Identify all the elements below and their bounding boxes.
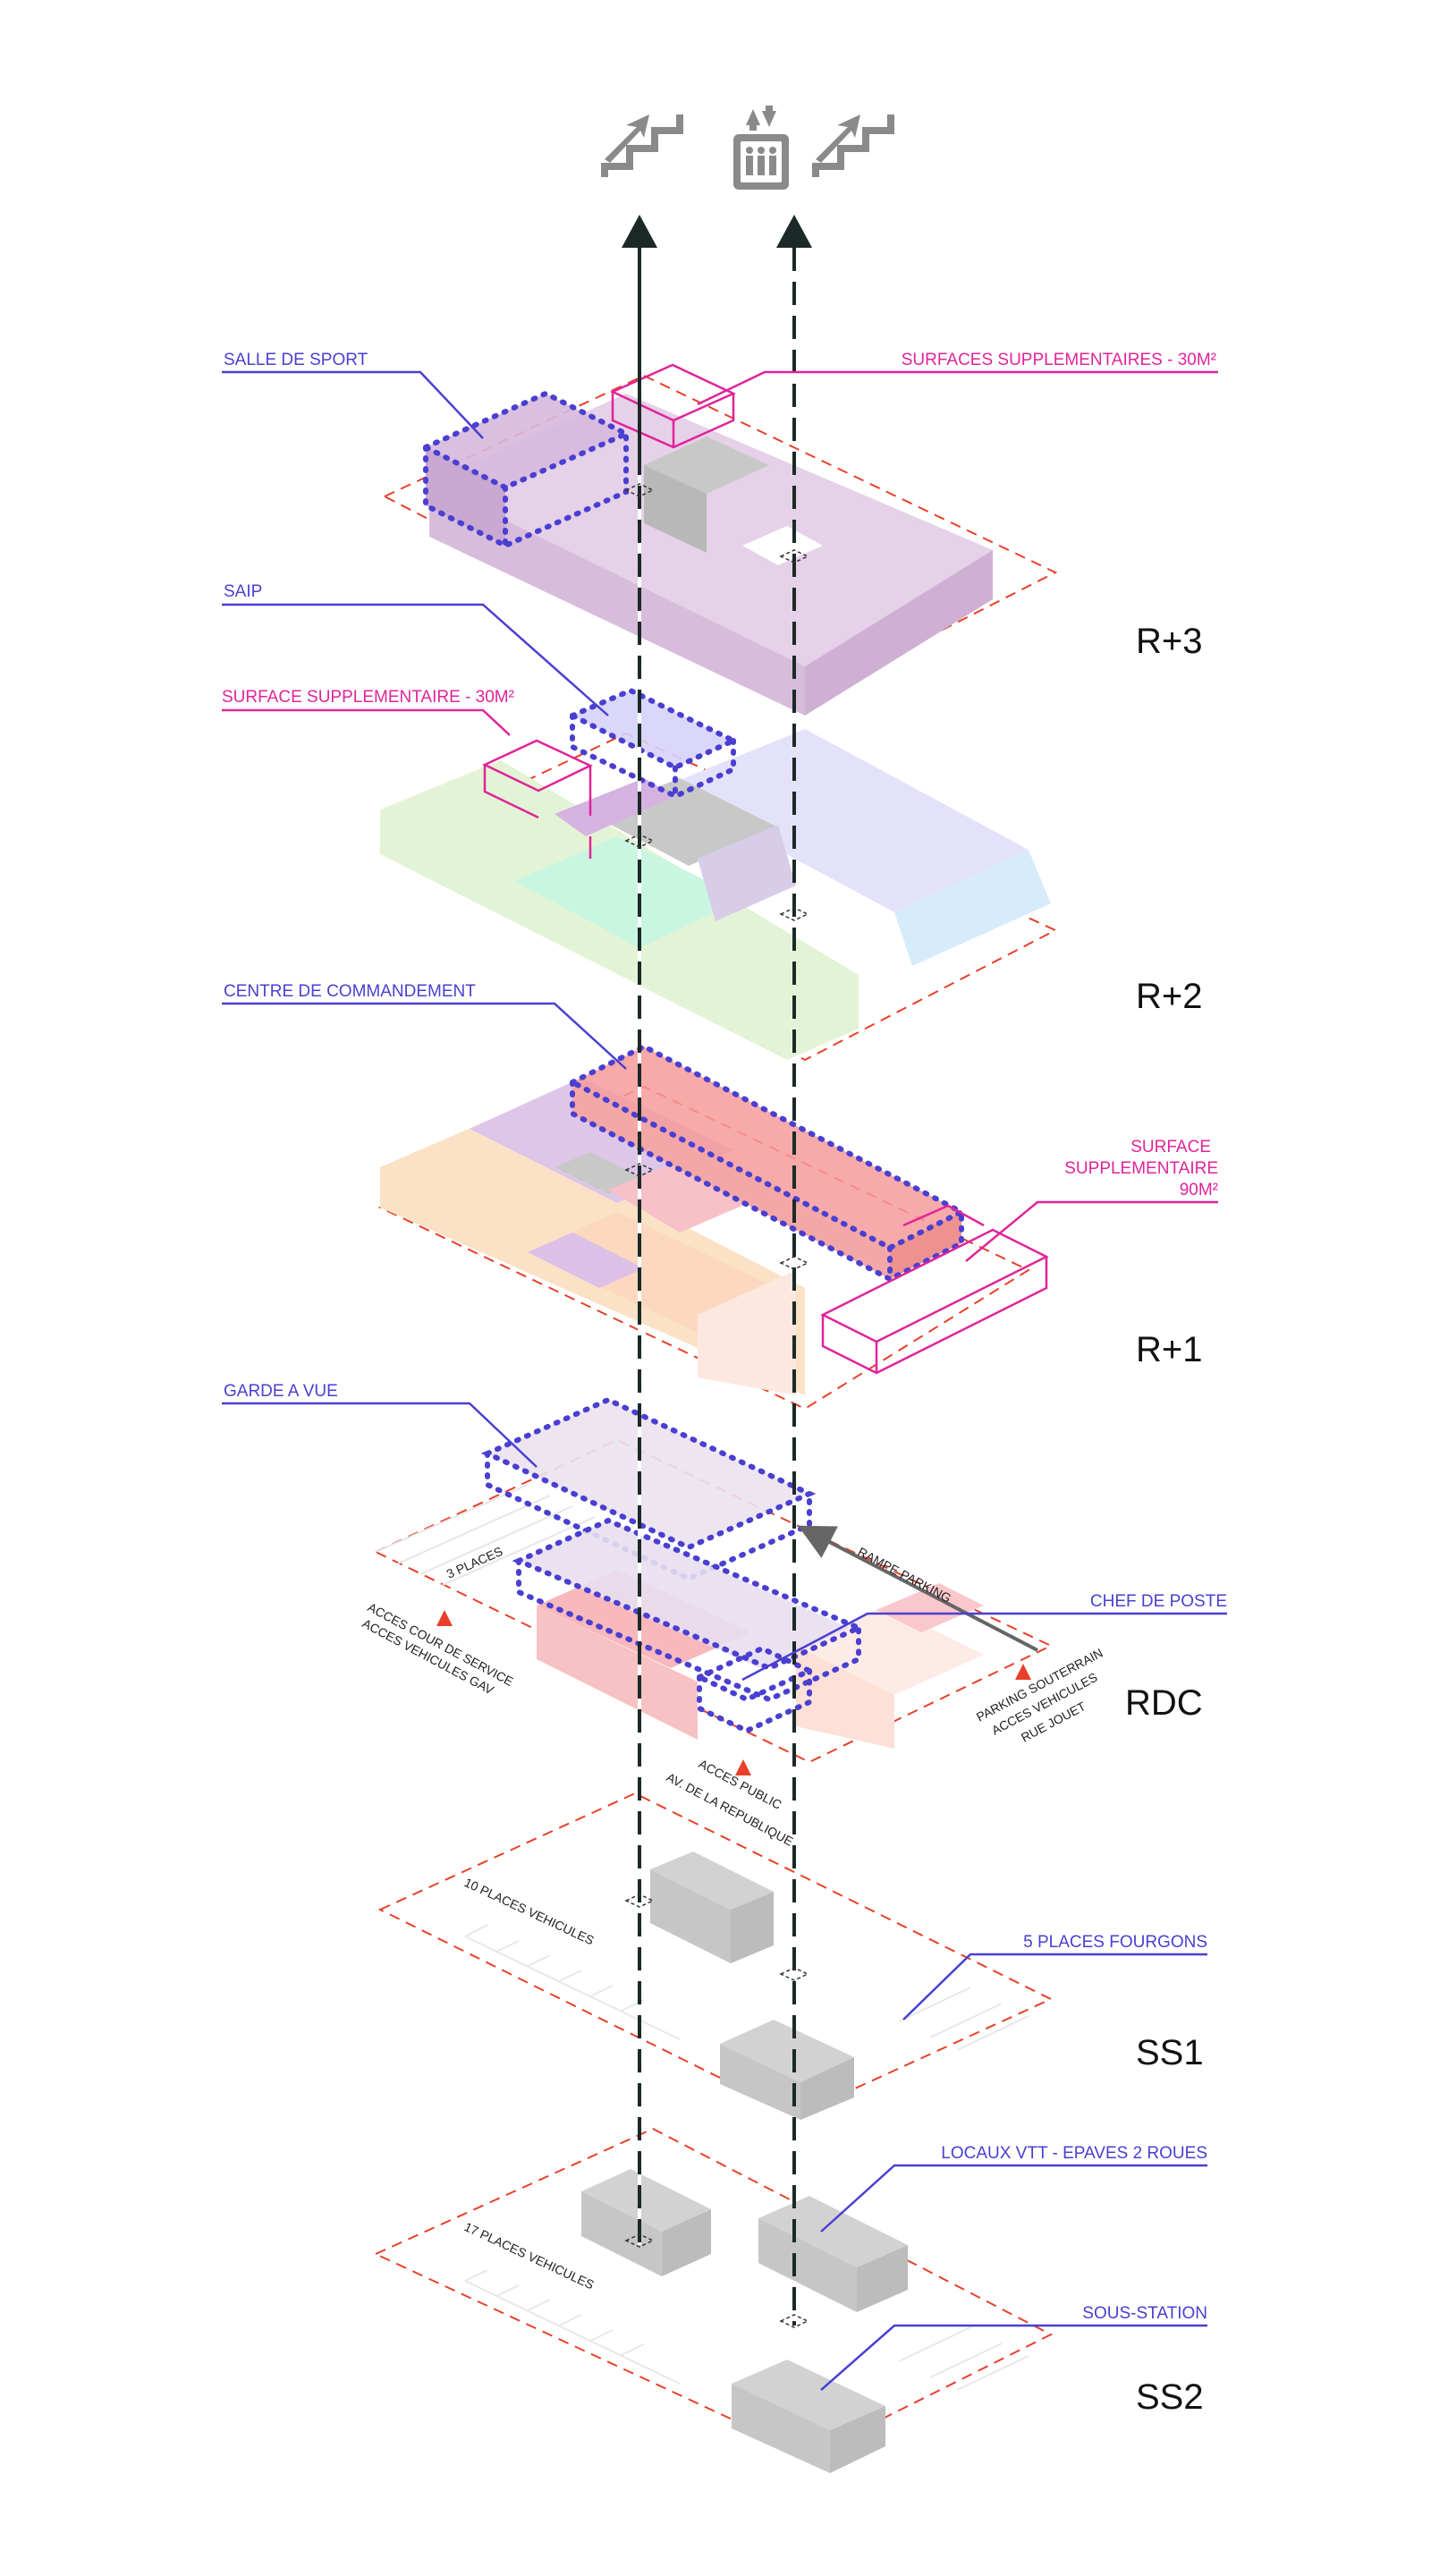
- label-surface-supplementaire-90-line2: SUPPLEMENTAIRE: [1064, 1159, 1218, 1178]
- note-17-places: 17 PLACES VEHICULES: [462, 2219, 597, 2292]
- label-salle-de-sport: SALLE DE SPORT: [224, 351, 368, 369]
- level-label-ss2: SS2: [1136, 2377, 1204, 2417]
- label-surfaces-supplementaires-30: SURFACES SUPPLEMENTAIRES - 30M²: [902, 351, 1216, 369]
- level-r3: [382, 363, 1058, 716]
- label-centre-de-commandement: CENTRE DE COMMANDEMENT: [224, 982, 476, 1001]
- level-rdc: [373, 1396, 1054, 1775]
- level-label-r1: R+1: [1136, 1330, 1203, 1369]
- note-10-places: 10 PLACES VEHICULES: [462, 1875, 597, 1947]
- elevator-icon: [733, 106, 789, 190]
- level-label-rdc: RDC: [1125, 1683, 1203, 1723]
- note-acces-cour-line1: ACCES COUR DE SERVICE: [366, 1600, 516, 1689]
- level-ss1: [377, 1792, 1054, 2120]
- label-garde-a-vue: GARDE A VUE: [224, 1382, 338, 1401]
- circulation-axis-left: [622, 215, 657, 2245]
- label-5-places-fourgons: 5 PLACES FOURGONS: [1023, 1933, 1207, 1952]
- label-surface-supplementaire-90-line1: SURFACE: [1130, 1138, 1211, 1157]
- label-saip: SAIP: [224, 582, 262, 601]
- level-ss2: [373, 2127, 1054, 2473]
- label-locaux-vtt: LOCAUX VTT - EPAVES 2 ROUES: [941, 2144, 1207, 2163]
- leader-lines: [222, 370, 1227, 2391]
- level-r2: [377, 687, 1058, 1062]
- label-surface-supplementaire-90-line3: 90M²: [1180, 1181, 1218, 1199]
- level-r1: [377, 1043, 1049, 1411]
- note-rampe-parking: RAMPE PARKING: [856, 1545, 954, 1606]
- label-sous-station: SOUS-STATION: [1082, 2304, 1207, 2323]
- level-label-ss1: SS1: [1136, 2033, 1204, 2072]
- stairs-icon: [812, 114, 894, 177]
- circulation-axis-right: [776, 215, 812, 2326]
- level-label-r3: R+3: [1136, 622, 1203, 661]
- label-chef-de-poste: CHEF DE POSTE: [1090, 1592, 1227, 1611]
- level-label-r2: R+2: [1136, 977, 1203, 1016]
- stairs-icon: [601, 114, 683, 177]
- label-surface-supplementaire-30: SURFACE SUPPLEMENTAIRE - 30M²: [222, 688, 514, 707]
